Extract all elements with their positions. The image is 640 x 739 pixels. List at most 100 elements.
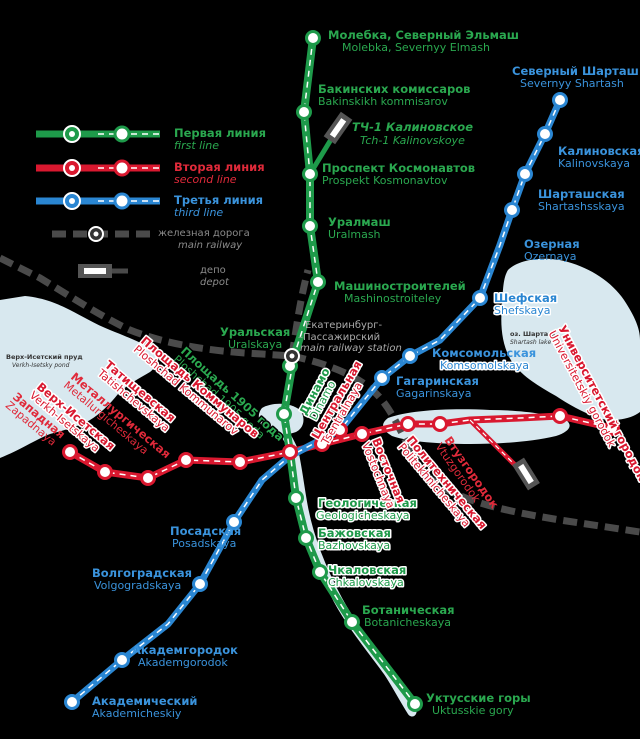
svg-text:Чкаловская: Чкаловская bbox=[328, 563, 406, 577]
depot-label-lat: Tch-1 Kalinovskoye bbox=[360, 134, 465, 147]
station-marker-blue-severnyy-shartash[interactable] bbox=[552, 92, 568, 108]
station-marker-green-uralmash[interactable] bbox=[302, 218, 318, 234]
station-marker-red-east[interactable] bbox=[552, 408, 568, 424]
station-marker-red-metallurgicheskaya[interactable] bbox=[140, 470, 156, 486]
station-marker-green-molebka-severnyy-elmash[interactable] bbox=[305, 30, 321, 46]
legend-green-lat: first line bbox=[174, 139, 219, 152]
station-marker-blue-kalinovskaya[interactable] bbox=[537, 126, 553, 142]
station-marker-blue-akademicheskiy[interactable] bbox=[64, 694, 80, 710]
svg-text:Chkalovskaya: Chkalovskaya bbox=[328, 576, 404, 589]
station-marker-red-zapadnaya[interactable] bbox=[62, 444, 78, 460]
legend-depot: депо depot bbox=[78, 264, 230, 288]
svg-text:Ботаническая: Ботаническая bbox=[362, 603, 455, 617]
station-marker-green-bazhovskaya[interactable] bbox=[298, 530, 314, 546]
legend-depot-ru: депо bbox=[200, 265, 226, 276]
station-marker-blue-shartashsskaya[interactable] bbox=[517, 166, 533, 182]
station-label-uralskaya: Уральская Uralskaya bbox=[220, 325, 290, 351]
legend-green: Первая линия first line bbox=[36, 125, 266, 152]
station-marker-blue-posadskaya[interactable] bbox=[226, 514, 242, 530]
svg-text:Shefskaya: Shefskaya bbox=[494, 304, 551, 317]
svg-text:Уральская: Уральская bbox=[220, 325, 290, 339]
depot-kalinovskoye bbox=[323, 111, 353, 145]
svg-text:Bazhovskaya: Bazhovskaya bbox=[318, 539, 390, 552]
svg-text:Озерная: Озерная bbox=[524, 237, 580, 251]
station-marker-blue-komsomolskaya[interactable] bbox=[402, 348, 418, 364]
svg-text:Gagarinskaya: Gagarinskaya bbox=[396, 387, 471, 400]
station-marker-green-dinamo[interactable] bbox=[276, 406, 292, 422]
station-marker-green-botanicheskaya[interactable] bbox=[344, 614, 360, 630]
shartash-lake bbox=[501, 258, 640, 420]
station-marker-blue-gagarinskaya[interactable] bbox=[374, 370, 390, 386]
legend-red: Вторая линия second line bbox=[36, 159, 265, 186]
svg-text:Prospekt Kosmonavtov: Prospekt Kosmonavtov bbox=[322, 174, 448, 187]
station-marker-green-geologicheskaya[interactable] bbox=[288, 490, 304, 506]
station-marker-red-verkh-isetskaya[interactable] bbox=[97, 464, 113, 480]
svg-text:Uralskaya: Uralskaya bbox=[228, 338, 282, 351]
svg-text:Uktusskie gory: Uktusskie gory bbox=[432, 704, 514, 717]
depot-vtuzgorodok bbox=[512, 457, 540, 491]
legend-green-ru: Первая линия bbox=[174, 126, 266, 140]
svg-text:Severnyy Shartash: Severnyy Shartash bbox=[520, 77, 624, 90]
station-marker-red-universitetskiy-gorodok[interactable] bbox=[604, 420, 620, 436]
station-label-uktusskie: Уктусские горы Uktusskie gory bbox=[426, 691, 531, 717]
svg-text:Bakinskikh kommisarov: Bakinskikh kommisarov bbox=[318, 95, 448, 108]
svg-text:Комсомольская: Комсомольская bbox=[432, 346, 536, 360]
svg-text:Mashinostroiteley: Mashinostroiteley bbox=[344, 292, 442, 305]
station-label-molebka: Молебка, Северный Эльмаш Molebka, Severn… bbox=[328, 28, 519, 54]
station-marker-red-tsentralnaya[interactable] bbox=[314, 436, 330, 452]
station-marker-red-ploshchad-kommunarov[interactable] bbox=[232, 454, 248, 470]
svg-text:Kalinovskaya: Kalinovskaya bbox=[558, 157, 630, 170]
railway-west bbox=[0, 254, 293, 360]
svg-text:Komsomolskaya: Komsomolskaya bbox=[440, 359, 529, 372]
svg-text:Академгородок: Академгородок bbox=[132, 643, 238, 657]
station-label-gagarinskaya: Гагаринская Gagarinskaya bbox=[396, 374, 479, 400]
interchange-marker-2[interactable] bbox=[332, 422, 348, 438]
station-label-uralmash: Уралмаш Uralmash bbox=[328, 215, 391, 241]
red-line-depot-spur-center bbox=[469, 419, 521, 471]
railway-east bbox=[291, 352, 640, 536]
svg-text:Uralmash: Uralmash bbox=[328, 228, 381, 241]
svg-text:Геологическая: Геологическая bbox=[318, 496, 417, 510]
station-label-botanicheskaya: Ботаническая Botanicheskaya bbox=[362, 603, 455, 629]
svg-text:Калиновская: Калиновская bbox=[558, 144, 640, 158]
station-marker-green-chkalovskaya[interactable] bbox=[312, 564, 328, 580]
svg-text:Volgogradskaya: Volgogradskaya bbox=[94, 579, 181, 592]
station-marker-red-tatishchevskaya[interactable] bbox=[178, 452, 194, 468]
svg-text:Волгоградская: Волгоградская bbox=[92, 566, 192, 580]
svg-text:Посадская: Посадская bbox=[170, 524, 241, 538]
station-label-akademicheskiy: Академический Akademicheskiy bbox=[92, 694, 197, 720]
svg-text:Akademgorodok: Akademgorodok bbox=[138, 656, 228, 669]
depot-label-ru: ТЧ-1 Калиновское bbox=[352, 120, 473, 134]
station-marker-red-vtuzgorodok[interactable] bbox=[432, 416, 448, 432]
lake-label-shartash-ru: оз. Шарташ bbox=[510, 330, 555, 338]
svg-text:Posadskaya: Posadskaya bbox=[172, 537, 236, 550]
svg-text:Шефская: Шефская bbox=[494, 291, 557, 305]
station-marker-blue-akademgorodok[interactable] bbox=[114, 652, 130, 668]
stations-layer bbox=[62, 30, 620, 712]
station-marker-blue-shefskaya[interactable] bbox=[472, 290, 488, 306]
station-marker-red-vostochnaya[interactable] bbox=[354, 426, 370, 442]
station-label-prospekt: Проспект Космонавтов Prospekt Kosmonavto… bbox=[322, 161, 475, 187]
svg-text:Гагаринская: Гагаринская bbox=[396, 374, 479, 388]
station-label-chkalovskaya: Чкаловская Chkalovskaya bbox=[327, 562, 408, 591]
station-marker-green-prospekt-kosmonavtov[interactable] bbox=[302, 166, 318, 182]
station-marker-blue-volgogradskaya[interactable] bbox=[192, 576, 208, 592]
svg-text:Shartashsskaya: Shartashsskaya bbox=[538, 200, 625, 213]
svg-text:Бакинских комиссаров: Бакинских комиссаров bbox=[318, 82, 470, 96]
lake-label-verkh-lat: Verkh-Isetsky pond bbox=[12, 362, 70, 369]
station-marker-green-mashinostroiteley[interactable] bbox=[310, 274, 326, 290]
lake-label-verkh-ru: Верх-Исетский пруд bbox=[6, 353, 83, 361]
station-marker-blue-ozernaya[interactable] bbox=[504, 202, 520, 218]
station-label-mashinostroiteley: Машиностроителей Mashinostroiteley bbox=[334, 279, 466, 305]
svg-text:Geologicheskaya: Geologicheskaya bbox=[316, 509, 410, 522]
svg-text:Северный Шарташ: Северный Шарташ bbox=[512, 64, 639, 78]
station-label-akademgorodok: Академгородок Akademgorodok bbox=[132, 643, 238, 669]
legend: Первая линия first line Вторая линия sec… bbox=[36, 125, 266, 288]
railway-station-lat: main railway station bbox=[300, 343, 402, 354]
interchange-marker-1[interactable] bbox=[282, 444, 298, 460]
svg-text:Molebka, Severnyy Elmash: Molebka, Severnyy Elmash bbox=[342, 41, 490, 54]
legend-blue: Третья линия third line bbox=[36, 192, 263, 219]
station-marker-green-uktusskie-gory[interactable] bbox=[407, 696, 423, 712]
station-marker-green-bakinskikh-kommisarov[interactable] bbox=[296, 104, 312, 120]
station-marker-red-politekhnicheskaya[interactable] bbox=[400, 416, 416, 432]
